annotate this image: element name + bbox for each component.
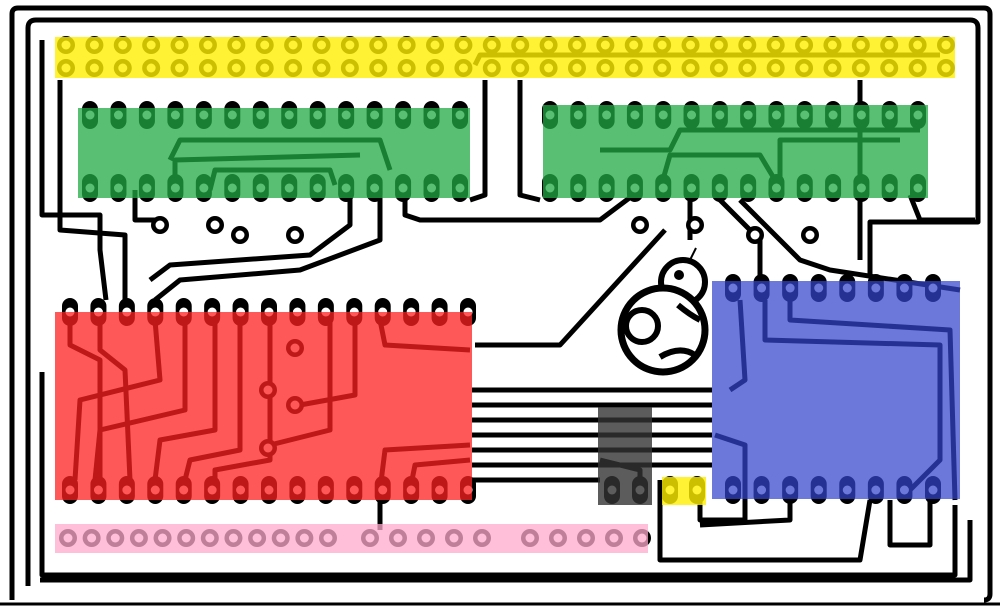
bb8-panel — [623, 307, 661, 345]
bb8-panel-arc — [676, 302, 702, 323]
bb8-panel-arc — [658, 347, 697, 360]
bottom-header — [55, 524, 648, 553]
pad — [631, 216, 649, 234]
trace — [402, 188, 642, 223]
trace — [657, 480, 873, 563]
trace — [39, 40, 109, 301]
trace — [57, 80, 128, 300]
inner-outline-trace — [25, 17, 981, 586]
right-ic — [543, 105, 928, 198]
trace — [469, 80, 488, 203]
pad — [206, 216, 224, 234]
left-trace — [39, 372, 958, 578]
trace — [517, 80, 541, 203]
component-regions — [0, 37, 1000, 606]
pad — [286, 226, 304, 244]
pad — [686, 216, 704, 234]
pad — [151, 216, 169, 234]
bb8-eye — [674, 270, 684, 280]
trace — [153, 190, 383, 302]
trace — [475, 228, 667, 348]
regulator — [598, 407, 652, 505]
bb8-droid-logo — [617, 247, 709, 376]
pad — [801, 226, 819, 244]
jumper — [662, 477, 706, 505]
pad — [746, 226, 764, 244]
left-ic — [78, 108, 470, 198]
trace — [148, 190, 353, 282]
trace — [132, 190, 155, 223]
trace — [907, 194, 975, 223]
trace — [738, 198, 961, 293]
side-ic — [712, 281, 960, 499]
board-outline-trace — [9, 5, 993, 603]
edge-trace — [40, 520, 973, 583]
top-header — [55, 37, 955, 78]
pad — [231, 226, 249, 244]
trace — [887, 500, 933, 548]
bb8-body — [617, 284, 709, 376]
bb8-antenna — [688, 247, 697, 263]
main-ic — [55, 312, 472, 500]
